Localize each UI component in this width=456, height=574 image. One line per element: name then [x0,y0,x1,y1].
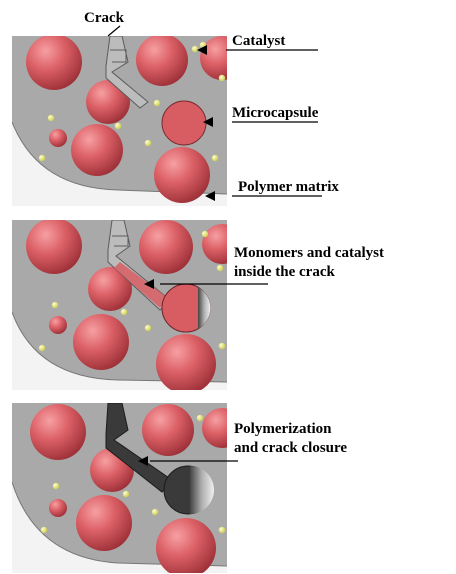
microcapsule [156,334,216,394]
panel-crack-filling [12,218,242,394]
microcapsule-highlighted [162,101,206,145]
crack-label: Crack [84,10,125,26]
microcapsule [139,220,193,274]
polymer-matrix-label: Polymer matrix [238,179,339,195]
polymerization-label-line2: and crack closure [234,440,347,456]
microcapsule [49,499,67,517]
microcapsule [49,129,67,147]
microcapsule [26,34,82,90]
microcapsule [73,314,129,370]
microcapsule-label: Microcapsule [232,105,319,121]
microcapsule [30,404,86,460]
microcapsule [136,34,188,86]
microcapsule [49,316,67,334]
microcapsule [71,124,123,176]
microcapsule [76,495,132,551]
polymerization-label-line1: Polymerization [234,421,332,437]
microcapsule [154,147,210,203]
catalyst-label: Catalyst [232,33,285,49]
microcapsule [142,404,194,456]
microcapsule [26,218,82,274]
monomers-label-line1: Monomers and catalyst [234,245,384,261]
monomers-label-line2: inside the crack [234,264,335,280]
panel-healed [12,403,242,574]
